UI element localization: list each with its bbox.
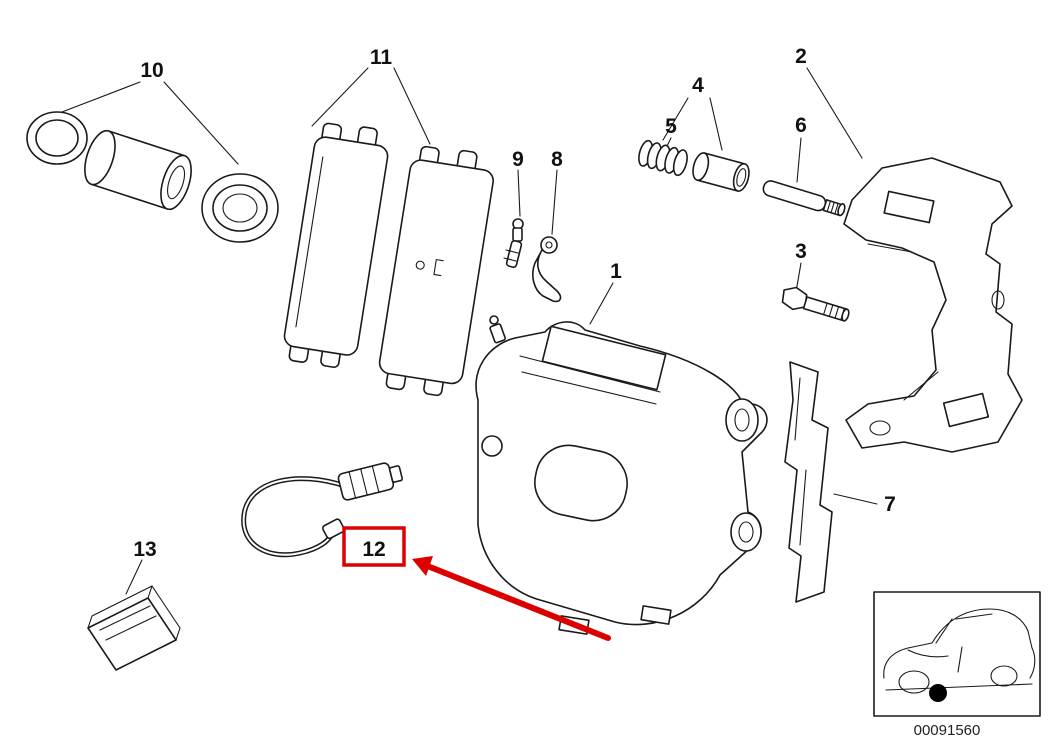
- location-dot: [929, 684, 947, 702]
- part-piston-seal-ring: [26, 111, 88, 165]
- highlight-box: [342, 526, 406, 567]
- part-guide-spring: [638, 139, 688, 177]
- callout-10: 10: [140, 59, 163, 82]
- callout-7: 7: [884, 493, 896, 516]
- part-wear-sensor: [241, 462, 403, 558]
- part-mounting-bolt: [781, 286, 850, 322]
- part-brake-caliper: [475, 315, 768, 635]
- leader-2: [806, 67, 863, 159]
- leader-13: [125, 559, 143, 595]
- part-brake-pad-outer: [378, 145, 494, 397]
- part-retaining-bracket: [532, 236, 562, 303]
- part-grease-sachet: [87, 585, 181, 671]
- leader-8: [551, 169, 558, 235]
- leader-4b: [709, 97, 723, 151]
- part-dust-boot: [201, 173, 279, 243]
- leader-7: [833, 493, 878, 505]
- leader-lines: [61, 67, 878, 595]
- part-guide-sleeve: [692, 152, 750, 192]
- callout-labels: 10 11 9 8 4 5 6 2 3 1 7 13: [133, 45, 896, 561]
- car-thumbnail: [873, 591, 1041, 717]
- callout-11: 11: [370, 46, 393, 69]
- highlight-arrow-shaft: [427, 564, 611, 641]
- leader-11b: [393, 67, 431, 145]
- callout-9: 9: [512, 148, 524, 171]
- diagram-part-number: 00091560: [914, 722, 981, 739]
- leader-1: [589, 282, 614, 325]
- leader-10b: [163, 81, 239, 165]
- callout-6: 6: [795, 114, 807, 137]
- leader-11a: [311, 67, 369, 127]
- callout-1: 1: [610, 260, 622, 283]
- part-caliper-carrier: [843, 157, 1023, 453]
- highlight-arrow-head: [412, 556, 433, 576]
- callout-8: 8: [551, 148, 563, 171]
- part-caliper-piston: [84, 129, 192, 211]
- part-brake-pad-inner: [283, 122, 389, 368]
- highlight-group: 12: [342, 526, 611, 641]
- callout-5: 5: [665, 115, 677, 138]
- part-anti-rattle-clip: [784, 361, 833, 603]
- callout-12: 12: [362, 538, 385, 561]
- leader-4a: [662, 97, 689, 141]
- leader-10a: [61, 81, 141, 113]
- callout-2: 2: [795, 45, 807, 68]
- leader-9: [517, 169, 521, 217]
- part-guide-pin: [762, 180, 846, 217]
- leader-6: [796, 137, 802, 183]
- part-bleed-fitting: [503, 218, 524, 268]
- callout-13: 13: [133, 538, 156, 561]
- callout-4: 4: [692, 74, 704, 97]
- callout-3: 3: [795, 240, 807, 263]
